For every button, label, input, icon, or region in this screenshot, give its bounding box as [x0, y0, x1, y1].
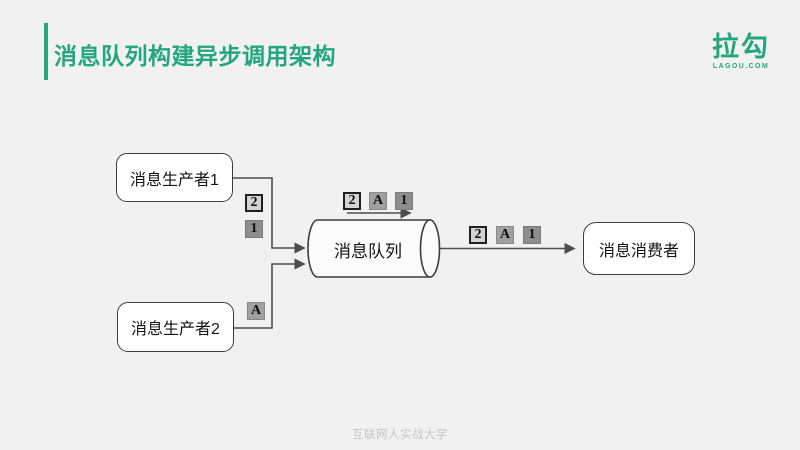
node-consumer: 消息消费者	[583, 222, 695, 275]
message-token: 1	[523, 226, 541, 244]
producer2-to-queue-connector	[234, 258, 306, 329]
logo-wordmark: 拉勾	[712, 32, 770, 62]
message-token: 1	[245, 220, 263, 238]
producer1-to-queue-connector	[233, 177, 306, 254]
message-token: 1	[395, 192, 413, 210]
title-accent-bar	[44, 23, 48, 80]
node-producer2-label: 消息生产者2	[131, 321, 220, 338]
page-title: 消息队列构建异步调用架构	[54, 43, 336, 69]
message-token: A	[369, 192, 387, 210]
node-producer1: 消息生产者1	[116, 153, 233, 202]
message-token: 2	[343, 192, 361, 210]
node-consumer-label: 消息消费者	[598, 242, 679, 260]
message-token: A	[496, 226, 514, 244]
lagou-logo: 拉勾 LAGOU.COM	[710, 32, 772, 71]
node-producer2: 消息生产者2	[117, 302, 234, 352]
queue-cylinder-body	[307, 219, 431, 278]
footer-watermark: 互联网人实战大学	[352, 429, 448, 441]
message-token: A	[247, 302, 265, 320]
logo-domain-text: LAGOU.COM	[712, 63, 770, 71]
node-queue: 消息队列	[312, 221, 424, 277]
node-producer1-label: 消息生产者1	[130, 171, 219, 189]
queue-cylinder-cap	[419, 219, 441, 278]
message-token: 2	[469, 226, 487, 244]
message-token: 2	[245, 194, 263, 212]
node-queue-label: 消息队列	[334, 241, 402, 261]
